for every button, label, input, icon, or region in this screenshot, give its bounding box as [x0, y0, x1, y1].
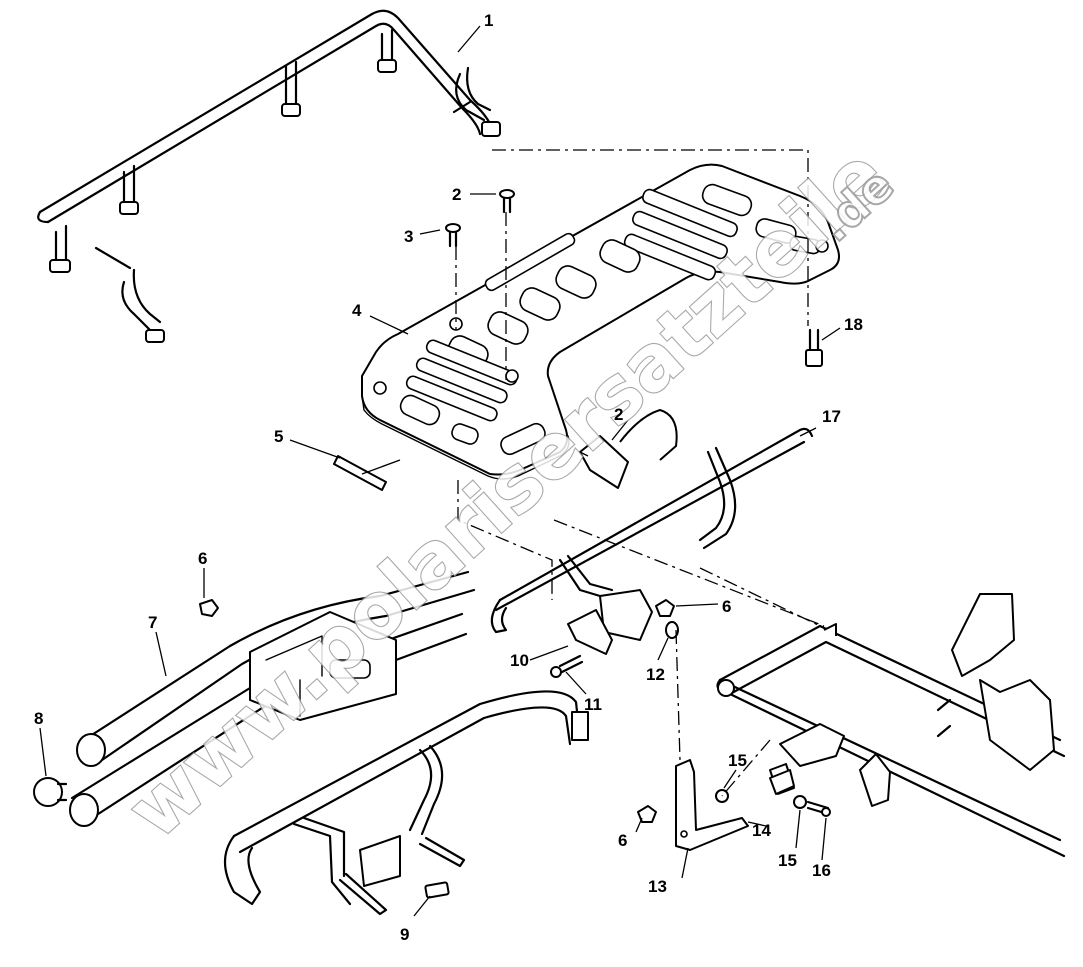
part-6-nut-left — [199, 599, 219, 617]
callout-6-lower: 6 — [618, 831, 627, 850]
callout-9: 9 — [400, 925, 409, 944]
callout-3: 3 — [404, 227, 413, 246]
callout-14: 14 — [752, 821, 771, 840]
callout-2-top: 2 — [452, 185, 461, 204]
callout-12: 12 — [646, 665, 665, 684]
part-14-spacer — [769, 769, 795, 795]
main-frame — [716, 593, 1066, 858]
callout-10: 10 — [510, 651, 529, 670]
callout-6-left: 6 — [198, 549, 207, 568]
part-4-rack-plate — [361, 163, 840, 480]
callout-16: 16 — [812, 861, 831, 880]
part-12-washer — [665, 621, 679, 639]
callout-8: 8 — [34, 709, 43, 728]
part-5-plate — [333, 455, 387, 491]
part-15-washer-b — [793, 795, 807, 809]
callout-4: 4 — [352, 301, 362, 320]
callout-7: 7 — [148, 613, 157, 632]
callout-17: 17 — [822, 407, 841, 426]
callout-15-right: 15 — [778, 851, 797, 870]
part-9-lower-bracket — [223, 690, 589, 916]
part-6-nut-middle — [655, 599, 675, 617]
part-8-end-cap — [33, 777, 68, 807]
part-2-screw — [499, 189, 515, 214]
callout-2-middle: 2 — [614, 405, 623, 424]
callout-6-middle: 6 — [722, 597, 731, 616]
leader-lines — [39, 25, 841, 917]
callout-5: 5 — [274, 427, 283, 446]
assembly-lines — [455, 149, 825, 797]
part-11-bolt — [550, 654, 584, 678]
part-10-plate — [567, 609, 613, 655]
part-1-rack-tube — [37, 9, 501, 343]
callout-11: 11 — [584, 695, 602, 714]
callout-13: 13 — [648, 877, 667, 896]
part-13-bracket — [675, 759, 749, 851]
part-7-grab-bar — [69, 570, 476, 827]
callout-labels: 1 2 3 4 18 2 17 5 6 6 7 10 12 11 8 15 14… — [34, 11, 863, 944]
part-17-bracket-frame — [490, 409, 814, 641]
part-16-bolt — [806, 800, 831, 817]
part-18-bolt — [805, 328, 823, 367]
callout-15-left: 15 — [728, 751, 747, 770]
callout-18: 18 — [844, 315, 863, 334]
part-3-screw — [445, 223, 461, 248]
callout-1: 1 — [484, 11, 493, 30]
